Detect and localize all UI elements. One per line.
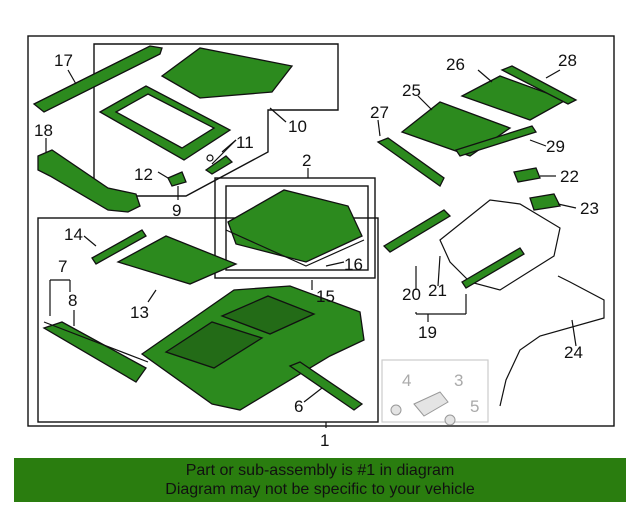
part-1-opening-b	[220, 295, 316, 335]
callout-17: 17	[54, 51, 73, 70]
part-16-glass	[227, 189, 363, 263]
callout-26: 26	[446, 55, 465, 74]
callout-23: 23	[580, 199, 599, 218]
part-13-glass	[116, 235, 238, 285]
callout-3: 3	[454, 371, 463, 390]
part-14-strip	[91, 229, 147, 265]
part-18-trim	[37, 149, 141, 213]
callout-15: 15	[316, 287, 335, 306]
callout-29: 29	[546, 137, 565, 156]
diagram-footer-banner: Part or sub-assembly is #1 in diagram Di…	[14, 458, 626, 502]
part-9-opening	[114, 93, 216, 149]
diagram-outer-frame	[27, 35, 615, 427]
callout-5: 5	[470, 397, 479, 416]
part-29-strip	[454, 125, 538, 157]
part-23-motor	[529, 193, 561, 211]
part-27-bracket	[376, 137, 445, 187]
hardware-inset-frame	[381, 359, 489, 423]
part-6-rail	[288, 361, 364, 411]
subassembly-1-frame	[37, 217, 379, 423]
callout-1: 1	[320, 431, 329, 450]
part-24-hose	[499, 275, 605, 407]
part-4-bolt	[390, 404, 402, 416]
callout-27: 27	[370, 103, 389, 122]
callout-25: 25	[402, 81, 421, 100]
part-25-panel	[400, 101, 512, 157]
callout-10: 10	[288, 117, 307, 136]
callout-22: 22	[560, 167, 579, 186]
callout-4: 4	[402, 371, 411, 390]
callout-21: 21	[428, 281, 447, 300]
callout-11: 11	[236, 133, 254, 152]
part-26-panel	[460, 75, 568, 121]
part-12-bracket	[167, 171, 187, 187]
part-7-seal	[43, 321, 149, 363]
callout-13: 13	[130, 303, 149, 322]
callout-7: 7	[58, 257, 67, 276]
part-5-nut	[444, 414, 456, 426]
callout-12: 12	[134, 165, 153, 184]
part-22-motor	[513, 167, 541, 183]
callout-6: 6	[294, 397, 303, 416]
part-16-seal	[225, 229, 365, 267]
callout-2: 2	[302, 151, 311, 170]
part-19-track-frame	[439, 199, 561, 291]
part-10-glass	[160, 47, 294, 99]
subassembly-15-frame	[225, 185, 369, 271]
subassembly-2-frame	[214, 177, 376, 279]
callout-18: 18	[34, 121, 53, 140]
part-20-rail	[382, 209, 452, 253]
callout-19: 19	[418, 323, 437, 342]
part-3-bracket	[413, 391, 449, 417]
part-11-screw	[206, 154, 214, 162]
footer-line-2: Diagram may not be specific to your vehi…	[165, 481, 475, 498]
callout-16: 16	[344, 255, 363, 274]
part-1-opening-a	[164, 321, 264, 369]
callout-24: 24	[564, 343, 583, 362]
leader-lines	[45, 69, 577, 428]
part-28-rail	[500, 65, 578, 105]
part-8-deflector	[42, 321, 147, 383]
part-17-weatherstrip	[32, 45, 163, 113]
part-11-clip	[204, 155, 234, 175]
callout-9: 9	[172, 201, 181, 220]
part-21-rail	[461, 247, 525, 289]
footer-line-1: Part or sub-assembly is #1 in diagram	[185, 462, 455, 479]
callout-8: 8	[68, 291, 77, 310]
callout-28: 28	[558, 51, 577, 70]
callout-20: 20	[402, 285, 421, 304]
callout-14: 14	[64, 225, 83, 244]
